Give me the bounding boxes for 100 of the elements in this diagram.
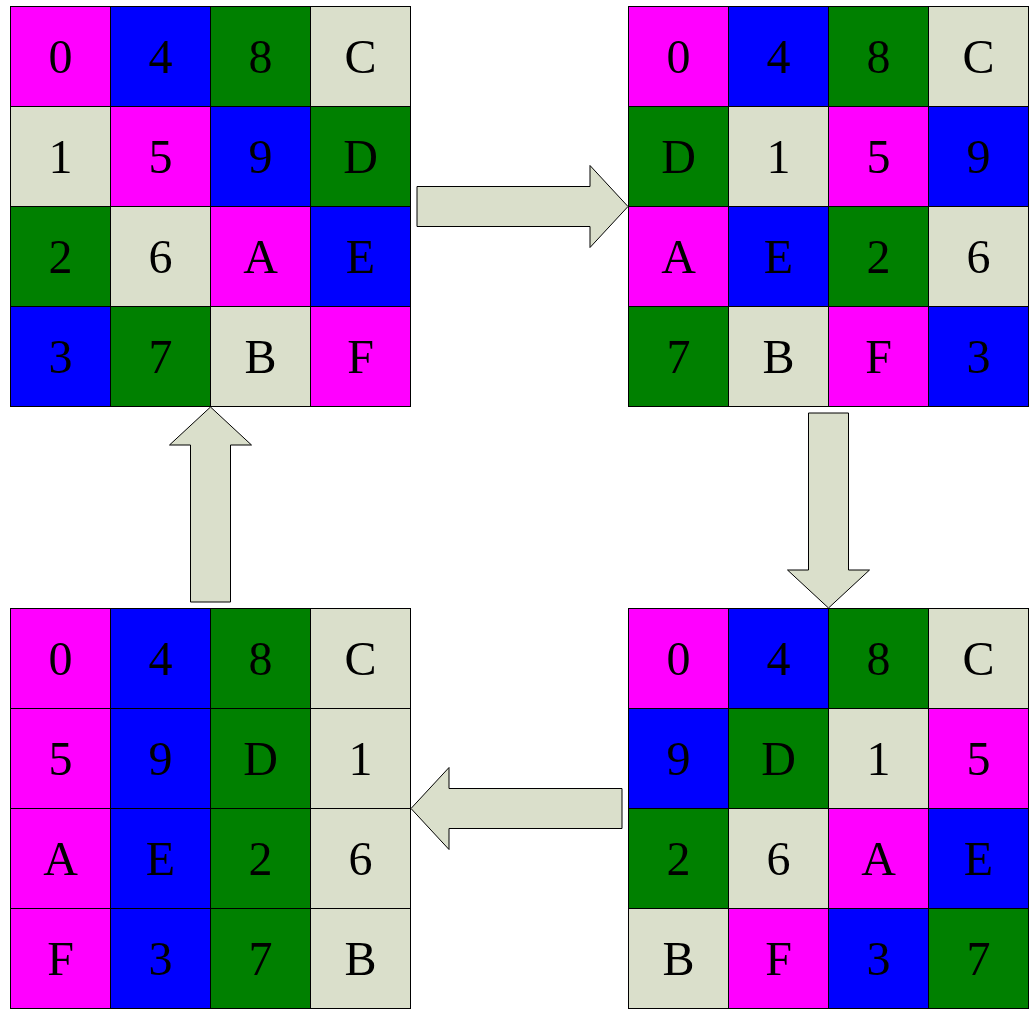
cell-label: 8 [866, 32, 891, 81]
cell-label: 2 [666, 834, 691, 883]
cell-label: C [962, 634, 995, 683]
cell-label: 4 [148, 32, 173, 81]
cell-label: B [244, 332, 277, 381]
grid-cell [111, 307, 211, 407]
grid-cell [629, 909, 729, 1009]
cell-label: 5 [148, 132, 173, 181]
grid-cell [111, 107, 211, 207]
cell-label: 2 [48, 232, 73, 281]
grid-cell [211, 609, 311, 709]
grid-cell [629, 7, 729, 107]
grid-cell [11, 609, 111, 709]
grid-cell [929, 909, 1029, 1009]
cell-label: 2 [248, 834, 273, 883]
cell-label: E [763, 232, 794, 281]
grid-cell [211, 709, 311, 809]
cell-label: 5 [48, 734, 73, 783]
grid-box [10, 608, 411, 1009]
grid-cell [111, 609, 211, 709]
cell-label: 0 [48, 634, 73, 683]
cell-label: 6 [348, 834, 373, 883]
grid-cell [729, 207, 829, 307]
cell-label: 7 [148, 332, 173, 381]
cell-label: 9 [666, 734, 691, 783]
grid-cell [929, 307, 1029, 407]
cell-label: 3 [48, 332, 73, 381]
grid-cell [729, 7, 829, 107]
cell-label: 8 [866, 634, 891, 683]
grid-box [628, 6, 1029, 407]
cell-label: 2 [866, 232, 891, 281]
grid-cell [729, 709, 829, 809]
grid-cell [11, 709, 111, 809]
cell-label: F [47, 934, 74, 983]
cell-label: 1 [866, 734, 891, 783]
cell-label: B [762, 332, 795, 381]
grid-cell [829, 207, 929, 307]
cell-label: 3 [866, 934, 891, 983]
grid-cell [929, 107, 1029, 207]
cell-label: 8 [248, 32, 273, 81]
cell-label: C [344, 634, 377, 683]
grid-cell [111, 909, 211, 1009]
grid-cell [11, 7, 111, 107]
cell-label: E [145, 834, 176, 883]
cell-label: 9 [248, 132, 273, 181]
grid-cell [211, 7, 311, 107]
cell-label: 4 [766, 32, 791, 81]
cell-label: 9 [966, 132, 991, 181]
grid-cell [629, 207, 729, 307]
grid-cell [729, 609, 829, 709]
cell-label: 7 [966, 934, 991, 983]
grid-cell [311, 709, 411, 809]
grid-cell [11, 809, 111, 909]
block-arrow [169, 406, 252, 603]
block-arrow [410, 767, 623, 850]
cell-label: 8 [248, 634, 273, 683]
cell-label: C [962, 32, 995, 81]
grid-cell [829, 307, 929, 407]
grid-cell [829, 107, 929, 207]
cell-label: A [861, 834, 896, 883]
grid-cell [311, 909, 411, 1009]
grid-cell [729, 107, 829, 207]
cell-label: D [661, 132, 696, 181]
cell-label: F [765, 934, 792, 983]
grid-cell [729, 307, 829, 407]
cell-label: E [345, 232, 376, 281]
cell-label: B [344, 934, 377, 983]
block-arrow [416, 165, 629, 248]
grid-cell [829, 909, 929, 1009]
grid-cell [211, 207, 311, 307]
grid-cell [629, 307, 729, 407]
cell-label: A [661, 232, 696, 281]
cell-label: D [343, 132, 378, 181]
grid-cell [111, 709, 211, 809]
cell-label: F [865, 332, 892, 381]
grid-cell [829, 7, 929, 107]
grid-cell [111, 7, 211, 107]
cell-label: 1 [348, 734, 373, 783]
grid-cell [311, 207, 411, 307]
grid-cell [311, 609, 411, 709]
grid-cell [11, 909, 111, 1009]
grid-cell [629, 609, 729, 709]
grid-cell [829, 809, 929, 909]
grid-cell [11, 307, 111, 407]
cell-label: 0 [666, 32, 691, 81]
grid-cell [211, 107, 311, 207]
cell-label: 0 [48, 32, 73, 81]
cell-label: 1 [48, 132, 73, 181]
grid-cell [829, 709, 929, 809]
grid-cell [629, 809, 729, 909]
cell-label: 9 [148, 734, 173, 783]
cell-label: 6 [148, 232, 173, 281]
cell-label: 4 [766, 634, 791, 683]
grid-cell [829, 609, 929, 709]
grid-box [10, 6, 411, 407]
cell-label: 3 [148, 934, 173, 983]
cell-label: C [344, 32, 377, 81]
cell-label: 5 [966, 734, 991, 783]
grid-cell [929, 7, 1029, 107]
grid-cell [629, 107, 729, 207]
